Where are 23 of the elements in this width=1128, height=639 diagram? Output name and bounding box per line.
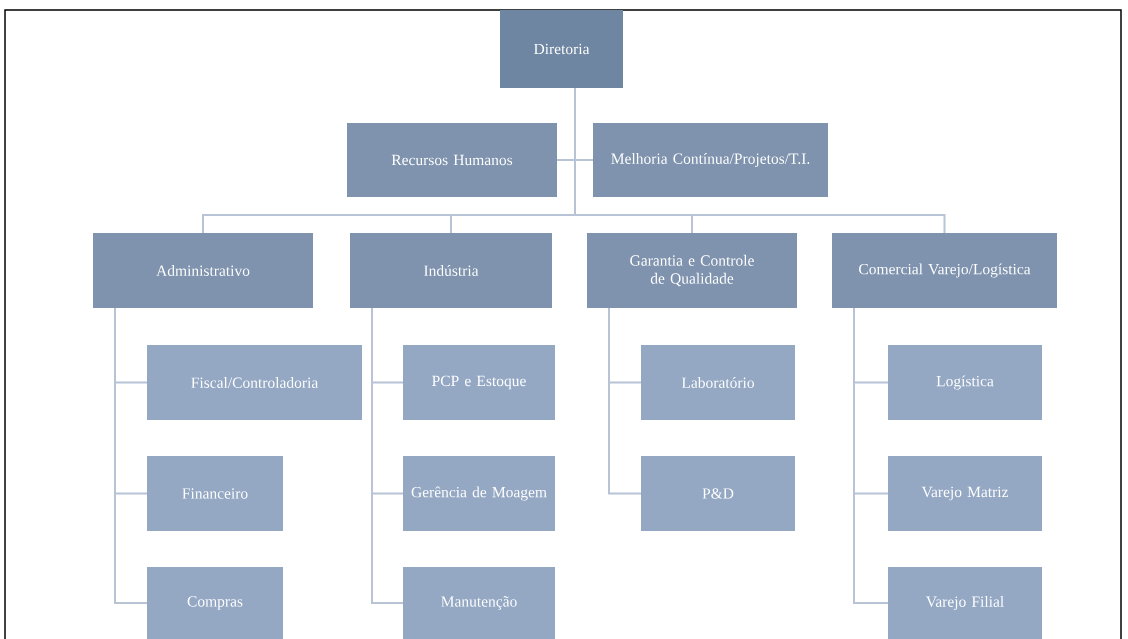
org-box: P&D — [641, 456, 795, 531]
org-box: Financeiro — [147, 456, 283, 531]
org-box: Diretoria — [500, 10, 623, 88]
connector-line — [114, 307, 148, 604]
connector-line — [608, 307, 642, 495]
org-box: Indústria — [350, 233, 552, 308]
connector-line — [371, 307, 404, 604]
org-box: Laboratório — [641, 345, 795, 420]
connector-line — [853, 307, 889, 604]
org-box: Varejo Filial — [888, 567, 1042, 639]
org-box: Melhoria Contínua/Projetos/T.I. — [593, 123, 828, 197]
org-box: Administrativo — [93, 233, 313, 308]
org-box: Fiscal/Controladoria — [147, 345, 362, 420]
org-box: Manutenção — [403, 567, 555, 639]
org-box: PCP e Estoque — [403, 345, 555, 420]
org-box: Recursos Humanos — [347, 123, 557, 197]
org-box: Gerência de Moagem — [403, 456, 555, 531]
connector-line — [574, 87, 946, 234]
org-box: Varejo Matriz — [888, 456, 1042, 531]
org-box: Garantia e Controle de Qualidade — [587, 233, 797, 308]
org-box: Comercial Varejo/Logística — [832, 233, 1057, 308]
org-box: Compras — [147, 567, 283, 639]
org-box: Logística — [888, 345, 1042, 420]
